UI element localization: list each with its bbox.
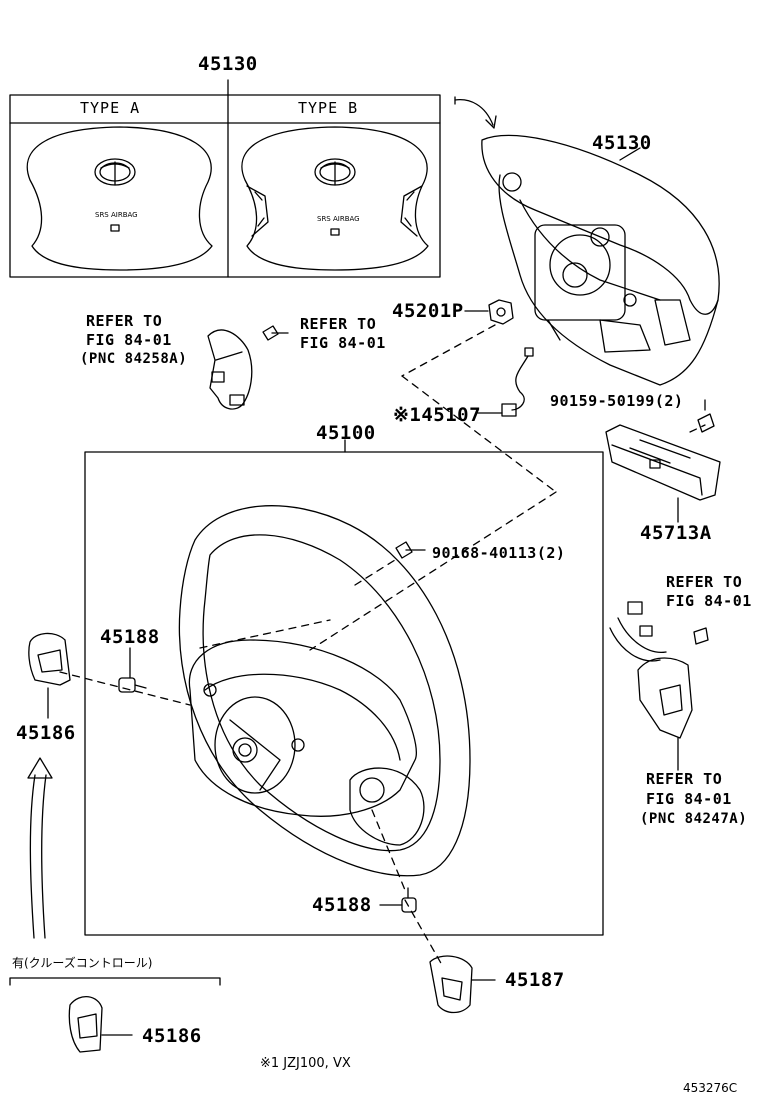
bolt-right-drawing [697, 399, 715, 433]
airbag-pad-type-b [241, 126, 429, 271]
bolt-ref-drawing [262, 325, 289, 341]
label-figure-id: 453276C [683, 1081, 738, 1095]
label-45186-left: 45186 [16, 722, 76, 744]
bolt-center-drawing [395, 541, 426, 559]
wheel-frame [84, 451, 604, 936]
label-type-a: TYPE A [80, 99, 141, 117]
airbag-pad-rear [481, 134, 720, 386]
label-45201p: 45201P [392, 300, 464, 322]
ref-left-l3: (PNC 84258A) [80, 351, 188, 367]
label-45130-right: 45130 [592, 132, 652, 154]
screw-bottom-drawing [401, 887, 417, 913]
cover-45187-drawing [429, 955, 473, 1014]
type-frame [9, 94, 441, 278]
label-45107: ※145107 [393, 404, 482, 426]
switch-45713a-drawing [605, 424, 721, 501]
steering-wheel-drawing [178, 505, 471, 877]
switch-left-drawing [207, 329, 253, 410]
label-cruise-header: 有(クルーズコントロール) [12, 956, 153, 970]
leader-45130-right [619, 147, 641, 161]
arrow-head [485, 115, 497, 129]
left-arrow-head [27, 757, 53, 779]
label-45187: 45187 [505, 969, 565, 991]
cover-left-drawing [28, 632, 71, 686]
label-srs-b: SRS AIRBAG [317, 215, 360, 223]
label-footnote: ※1 JZJ100, VX [260, 1056, 351, 1071]
left-arrow-shaft [29, 774, 36, 939]
airbag-pad-type-a [26, 126, 213, 271]
label-45713a: 45713A [640, 522, 712, 544]
ref-right-bottom-l3: (PNC 84247A) [640, 811, 748, 827]
label-45188-bottom: 45188 [312, 894, 372, 916]
ref-right-top-l2: FIG 84-01 [666, 592, 752, 610]
cruise-bracket [9, 977, 221, 986]
label-type-b: TYPE B [298, 99, 359, 117]
dashed-assembly-lines [59, 324, 706, 966]
label-45100: 45100 [316, 422, 376, 444]
label-45186-cruise: 45186 [142, 1025, 202, 1047]
spiral-cable-drawing [501, 347, 534, 417]
cruise-switch-drawing [609, 601, 709, 739]
label-45130-top: 45130 [198, 53, 258, 75]
nut-45201p-drawing [488, 299, 514, 325]
label-45188-left: 45188 [100, 626, 160, 648]
label-90168: 90168-40113(2) [432, 544, 566, 562]
ref-mid-l1: REFER TO [300, 315, 377, 333]
ref-left-l2: FIG 84-01 [86, 331, 172, 349]
ref-mid-l2: FIG 84-01 [300, 334, 386, 352]
cover-cruise-drawing [68, 996, 103, 1053]
ref-left-l1: REFER TO [86, 312, 163, 330]
label-90159: 90159-50199(2) [550, 392, 684, 410]
ref-right-top-l1: REFER TO [666, 573, 743, 591]
ref-right-bottom-l2: FIG 84-01 [646, 790, 732, 808]
label-srs-a: SRS AIRBAG [95, 211, 138, 219]
direction-arrow [454, 99, 494, 126]
screw-left-drawing [118, 677, 147, 693]
ref-right-bottom-l1: REFER TO [646, 770, 723, 788]
